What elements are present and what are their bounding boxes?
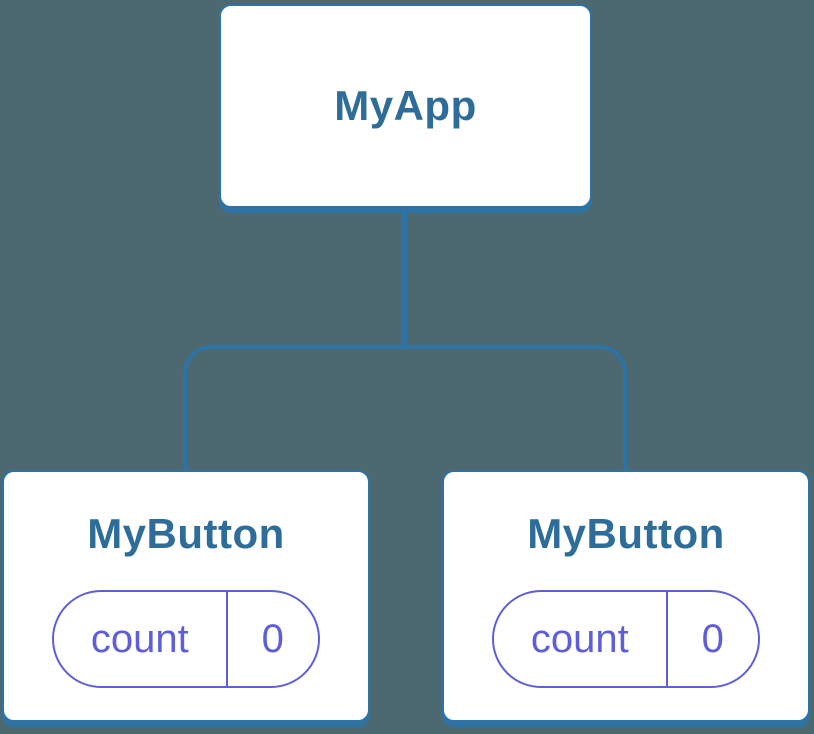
stem-connector-line [402,211,407,349]
state-pill: count 0 [492,590,760,688]
state-label: count [90,616,189,661]
state-label: count [530,616,629,661]
state-value: 0 [261,616,284,661]
state-value: 0 [701,616,724,661]
app-node-title: MyApp [334,82,477,129]
pill-divider: 0 [225,592,318,686]
branch-connector [183,345,627,470]
button-node-title: MyButton [87,510,285,557]
pill-divider: 0 [665,592,758,686]
button-node-right: MyButton count 0 [442,470,810,722]
button-node-title: MyButton [527,510,725,557]
app-node: MyApp [219,4,592,208]
state-pill: count 0 [52,590,320,688]
button-node-left: MyButton count 0 [2,470,370,722]
